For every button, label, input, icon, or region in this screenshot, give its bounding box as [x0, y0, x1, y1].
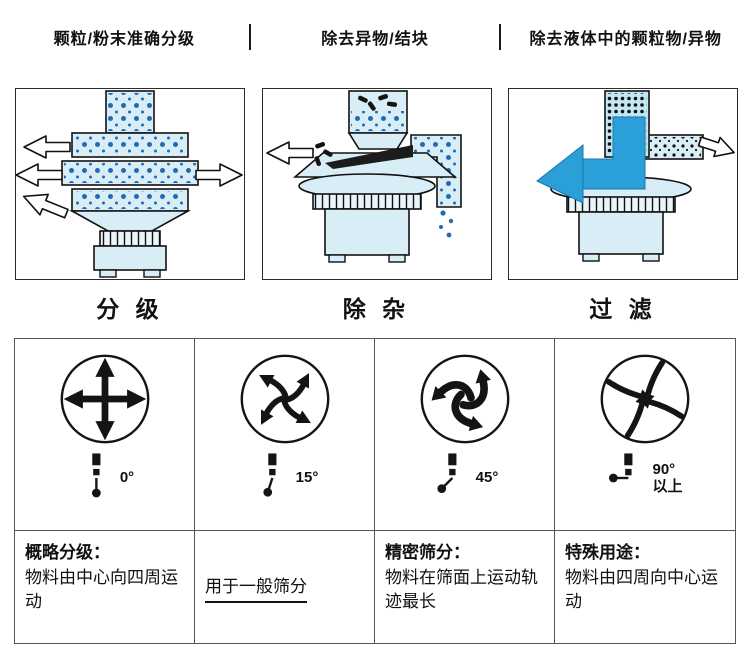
motion-desc-title: 特殊用途： — [565, 543, 650, 562]
eccentric-weight-0deg-icon — [91, 453, 101, 498]
motion-desc-precision-sieving: 精密筛分： 物料在筛面上运动轨迹最长 — [375, 531, 555, 643]
motion-cell-45deg: 45° — [375, 339, 555, 531]
motion-desc-special-use: 特殊用途： 物料由四周向中心运动 — [555, 531, 735, 643]
header-divider — [499, 24, 502, 50]
motion-desc-body: 物料由中心向四周运动 — [25, 567, 178, 612]
eccentric-weight-15deg-icon — [263, 453, 277, 497]
header-row: 颗粒/粉末准确分级 除去异物/结块 除去液体中的颗粒物/异物 — [0, 22, 750, 52]
motion-cell-15deg: 15° — [195, 339, 375, 531]
weight-row: 90° 以上 — [607, 451, 683, 505]
header-item-classify: 颗粒/粉末准确分级 — [53, 31, 196, 48]
diagram-row — [15, 88, 738, 280]
caption-row: 分 级 除 杂 过 滤 — [15, 290, 738, 324]
motion-pattern-pinwheel-icon — [240, 354, 329, 444]
weight-row: 15° — [251, 451, 319, 505]
motion-desc-rough-classification: 概略分级： 物料由中心向四周运动 — [15, 531, 195, 643]
classification-machine-drawing — [16, 90, 243, 278]
motion-pattern-cross-icon — [60, 354, 149, 444]
motion-desc-title: 精密筛分： — [385, 543, 470, 562]
motion-desc-body: 物料在筛面上运动轨迹最长 — [385, 567, 538, 612]
motion-desc-general-sieving: 用于一般筛分 — [195, 531, 375, 643]
motion-desc-body: 物料由四周向中心运动 — [565, 567, 718, 612]
header-item-remove-foreign: 除去异物/结块 — [321, 31, 429, 48]
weight-row: 45° — [431, 451, 499, 505]
motion-cell-90deg: 90° 以上 — [555, 339, 735, 531]
motion-desc-title: 概略分级： — [25, 543, 110, 562]
header-divider — [248, 24, 251, 50]
motion-desc-body: 用于一般筛分 — [205, 576, 307, 603]
angle-label: 15° — [295, 469, 319, 487]
weight-row: 0° — [75, 451, 134, 505]
header-item-filter-liquid: 除去液体中的颗粒物/异物 — [529, 31, 722, 48]
caption-impurity-removal: 除 杂 — [342, 296, 411, 322]
angle-label: 45° — [475, 469, 499, 487]
impurity-removal-machine-drawing — [265, 90, 462, 263]
filtration-machine-drawing — [536, 90, 735, 262]
motion-table: 0° — [14, 338, 736, 644]
diagram-impurity-removal — [261, 88, 492, 280]
caption-classification: 分 级 — [96, 296, 164, 322]
angle-label: 90° 以上 — [652, 460, 683, 495]
eccentric-weight-45deg-icon — [437, 453, 457, 493]
eccentric-weight-90deg-icon — [609, 453, 633, 483]
motion-cell-0deg: 0° — [15, 339, 195, 531]
diagram-filtration — [508, 88, 738, 280]
angle-label: 0° — [119, 469, 135, 487]
motion-pattern-spiral-icon — [420, 354, 509, 444]
diagram-classification — [15, 88, 245, 280]
caption-filtration: 过 滤 — [589, 296, 657, 322]
motion-pattern-inward-icon — [600, 354, 690, 444]
